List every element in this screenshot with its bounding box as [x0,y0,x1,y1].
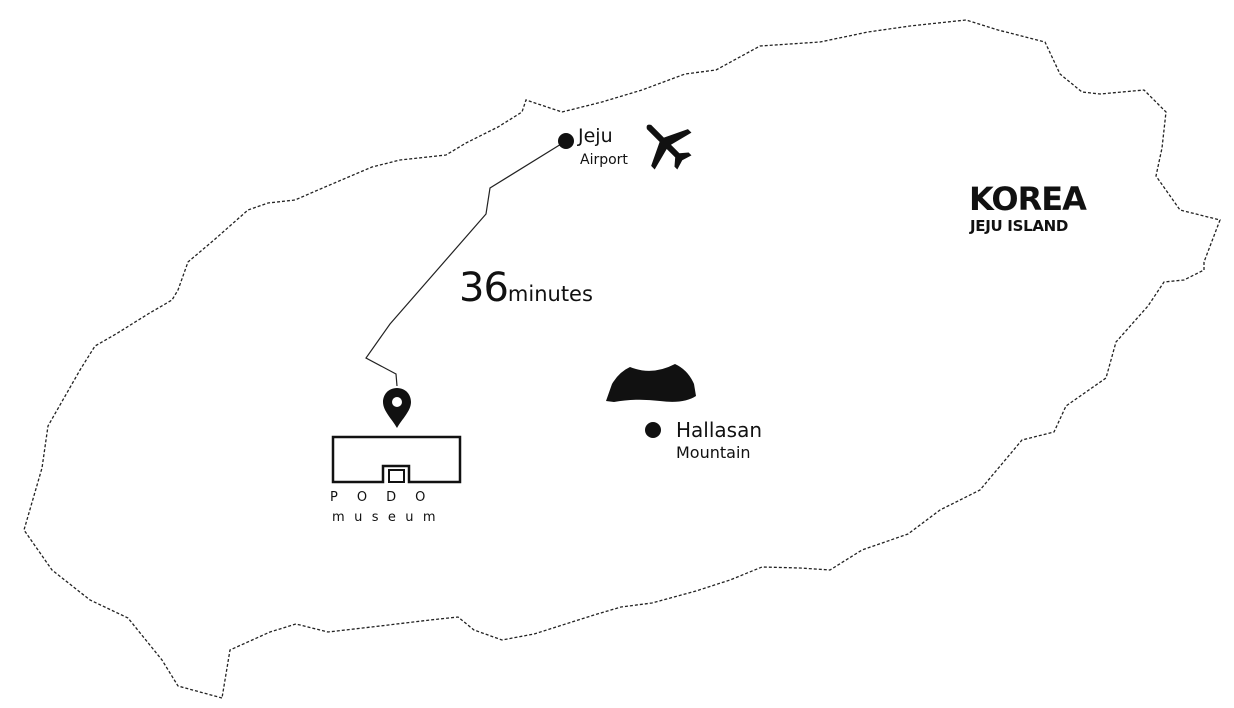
mountain-icon [606,364,696,402]
museum-label: museum [332,510,445,525]
airplane-icon [646,124,692,170]
island-outline [23,19,1221,699]
airport-name: Jeju [578,125,613,147]
airport-marker [558,133,574,149]
travel-time-unit: minutes [507,282,593,306]
mountain-name: Hallasan [676,418,763,442]
museum-building-icon [331,435,462,484]
travel-time: 36minutes [459,265,593,311]
mountain-marker [645,422,661,438]
location-pin-icon [383,388,411,428]
museum-building-door [388,469,405,483]
travel-time-value: 36 [459,265,509,311]
museum-name: PODO [330,490,445,505]
route-line [365,140,567,387]
mountain-label: Mountain [676,443,751,462]
map-subtitle: JEJU ISLAND [970,217,1069,235]
airport-label: Airport [580,152,628,168]
map-title: KOREA [969,180,1087,218]
